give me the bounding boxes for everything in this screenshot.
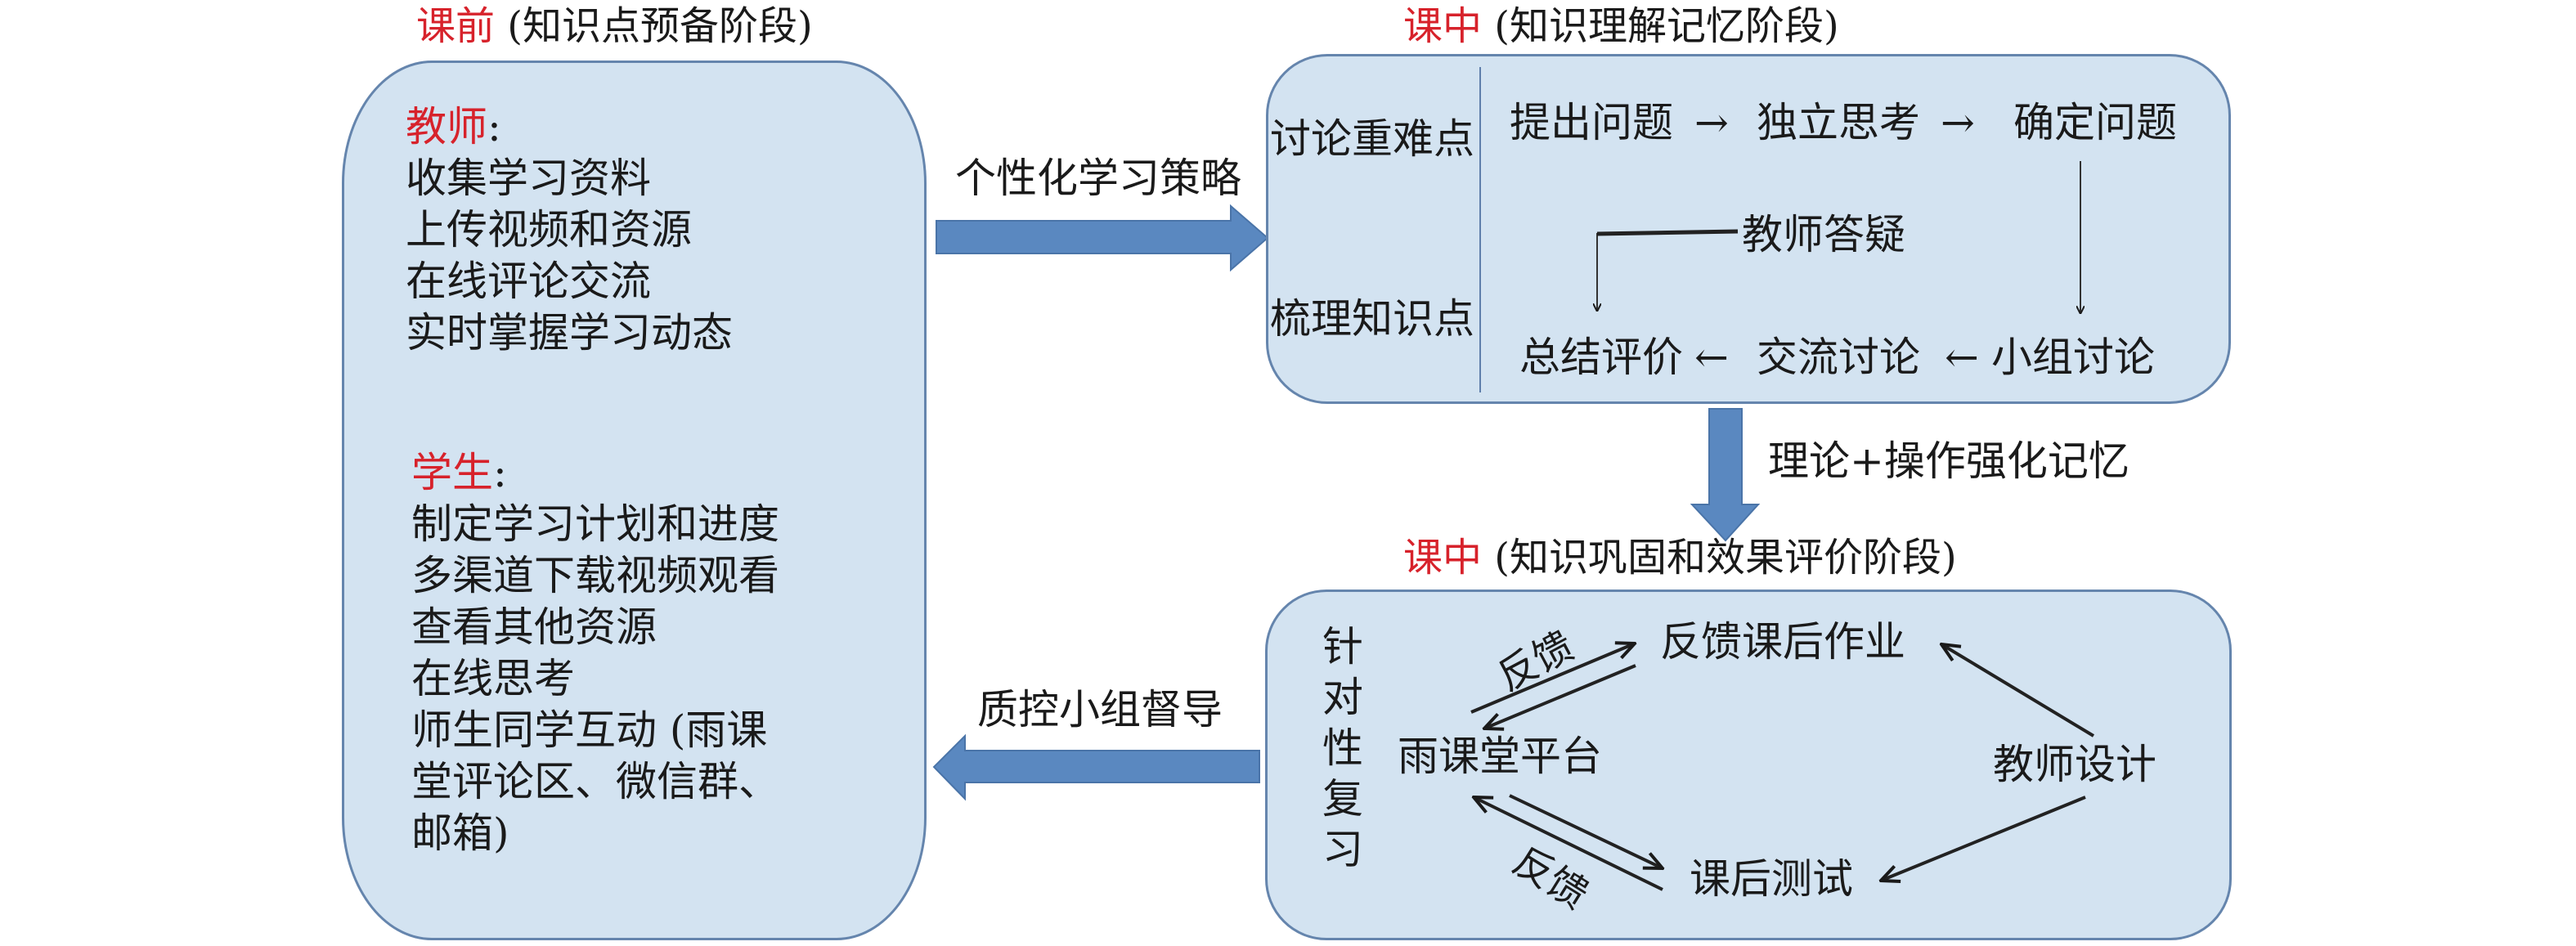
teacher-item: 实时掌握学习动态 xyxy=(406,309,733,356)
side-label-targeted-review: 针 对 性 复 习 xyxy=(1318,621,1367,875)
teacher-heading: 教师: xyxy=(406,106,733,158)
node-test: 课后测试 xyxy=(1690,855,1853,903)
pre-class-box xyxy=(342,61,927,940)
step-ask-question: 提出问题 xyxy=(1510,99,1673,146)
teacher-colon: : xyxy=(487,103,501,150)
side-label-char: 习 xyxy=(1322,826,1363,873)
side-label-char: 针 xyxy=(1322,623,1363,670)
student-item: 堂评论区、微信群、 xyxy=(411,758,779,805)
step-think-independently: 独立思考 xyxy=(1757,99,1920,146)
understanding-title-rest: (知识理解记忆阶段) xyxy=(1482,3,1839,49)
in-class-understanding-box xyxy=(1266,54,2231,404)
pre-class-title-highlight: 课前 xyxy=(416,3,496,49)
arrow-answer-to-summary xyxy=(1597,231,1739,311)
pre-class-title: 课前 (知识点预备阶段) xyxy=(416,7,813,46)
node-teacher-design: 教师设计 xyxy=(1993,741,2156,788)
step-confirm-question: 确定问题 xyxy=(2013,99,2177,146)
pre-class-title-rest: (知识点预备阶段) xyxy=(495,3,813,49)
arrow-right-glyph: → xyxy=(1694,99,1729,146)
in-class-consolidation-title: 课中 (知识巩固和效果评价阶段) xyxy=(1403,538,1957,577)
arrow-platform-to-test xyxy=(1509,794,1663,868)
student-item: 邮箱) xyxy=(411,809,509,857)
side-label-char: 对 xyxy=(1322,674,1363,721)
step-summary: 总结评价 xyxy=(1519,334,1683,381)
teacher-label: 教师 xyxy=(406,103,487,150)
teacher-section: 教师: 收集学习资料 上传视频和资源 在线评论交流 实时掌握学习动态 xyxy=(406,106,733,364)
student-label: 学生 xyxy=(411,449,493,496)
teacher-item: 上传视频和资源 xyxy=(406,206,692,253)
student-item: 制定学习计划和进度 xyxy=(411,500,779,548)
block-arrow-left xyxy=(932,733,1260,801)
arrow-right-glyph: → xyxy=(1941,99,1975,146)
arrow-design-to-homework xyxy=(1941,644,2095,738)
connector-label-strategy: 个性化学习策略 xyxy=(955,155,1241,202)
connector-label-supervision: 质控小组督导 xyxy=(977,686,1223,733)
student-item: 多渠道下载视频观看 xyxy=(411,552,779,599)
student-colon: : xyxy=(493,449,507,496)
teacher-item: 在线评论交流 xyxy=(406,258,651,305)
student-section: 学生: 制定学习计划和进度 多渠道下载视频观看 查看其他资源 在线思考 师生同学… xyxy=(411,452,779,864)
in-class-consolidation-box xyxy=(1265,590,2232,940)
student-item: 查看其他资源 xyxy=(411,603,657,651)
block-arrow-down xyxy=(1690,408,1761,542)
student-heading: 学生: xyxy=(411,452,779,504)
side-label-char: 复 xyxy=(1322,775,1363,823)
step-exchange-discussion: 交流讨论 xyxy=(1757,334,1920,381)
block-arrow-right xyxy=(936,204,1269,272)
side-label-char: 性 xyxy=(1322,724,1363,772)
student-item: 师生同学互动 (雨课 xyxy=(411,706,768,754)
arrow-design-to-test xyxy=(1881,796,2086,881)
in-class-understanding-title: 课中 (知识理解记忆阶段) xyxy=(1403,7,1839,46)
side-label-organize: 梳理知识点 xyxy=(1270,295,1474,343)
teacher-item: 收集学习资料 xyxy=(406,155,651,202)
node-homework: 反馈课后作业 xyxy=(1660,618,1905,666)
answer-connector-thick xyxy=(1596,229,1739,236)
understanding-title-highlight: 课中 xyxy=(1403,3,1483,49)
connector-label-memory: 理论+操作强化记忆 xyxy=(1768,437,2129,485)
side-label-key-points: 讨论重难点 xyxy=(1270,115,1474,163)
arrow-platform-to-homework xyxy=(1470,643,1635,714)
step-teacher-answer: 教师答疑 xyxy=(1742,211,1905,258)
consolidation-title-rest: (知识巩固和效果评价阶段) xyxy=(1482,535,1957,581)
consolidation-title-highlight: 课中 xyxy=(1403,535,1483,581)
arrow-left-glyph: ← xyxy=(1945,334,1979,381)
arrow-test-to-platform xyxy=(1474,797,1663,891)
arrow-homework-to-platform xyxy=(1484,664,1636,729)
node-platform: 雨课堂平台 xyxy=(1398,733,1602,780)
student-item: 在线思考 xyxy=(411,655,575,702)
step-group-discussion: 小组讨论 xyxy=(1991,334,2155,381)
arrow-left-glyph: ← xyxy=(1694,334,1729,381)
